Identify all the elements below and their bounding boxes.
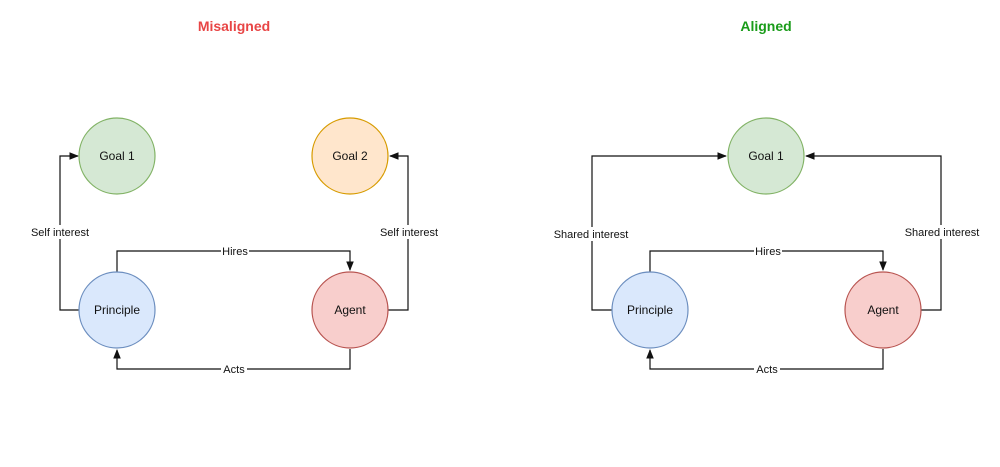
acts-label: Acts [223,364,245,376]
agent-circle [844,271,922,349]
agent-label: Agent [867,303,899,317]
edge-label-bg [754,363,780,375]
edge-label-bg [552,227,630,241]
edge-label-bg [378,225,440,239]
hires-label: Hires [222,246,248,258]
shared-interest-left-label: Shared interest [554,229,629,241]
edge-label-bg [221,245,249,257]
goal-2-label: Goal 2 [332,149,368,163]
goal-1-node: Goal 1 [78,117,156,195]
hires-label: Hires [755,246,781,258]
edge-label-bg [28,225,92,239]
agent-label: Agent [334,303,366,317]
self-interest-right-label: Self interest [380,227,438,239]
agent-node: Agent [311,271,389,349]
principle-circle [611,271,689,349]
goal-1-label: Goal 1 [99,149,135,163]
goal-1-label: Goal 1 [748,149,784,163]
goal-1-circle [727,117,805,195]
acts-label: Acts [756,364,778,376]
goal-2-node: Goal 2 [311,117,389,195]
self-interest-left-label: Self interest [31,227,89,239]
principle-label: Principle [627,303,673,317]
principle-node: Principle [611,271,689,349]
misaligned-panel: Misaligned Self interest Self interest H… [28,18,440,376]
principle-label: Principle [94,303,140,317]
aligned-title: Aligned [740,18,791,34]
shared-interest-right-label: Shared interest [905,227,980,239]
goal-1-circle [78,117,156,195]
aligned-panel: Aligned Shared interest Shared interest … [552,18,981,376]
goal-2-circle [311,117,389,195]
edge-label-bg [221,363,247,375]
principle-circle [78,271,156,349]
goal-1-node: Goal 1 [727,117,805,195]
misaligned-title: Misaligned [198,18,270,34]
principle-node: Principle [78,271,156,349]
agent-circle [311,271,389,349]
edge-label-bg [903,225,981,239]
agent-node: Agent [844,271,922,349]
edge-label-bg [754,245,782,257]
